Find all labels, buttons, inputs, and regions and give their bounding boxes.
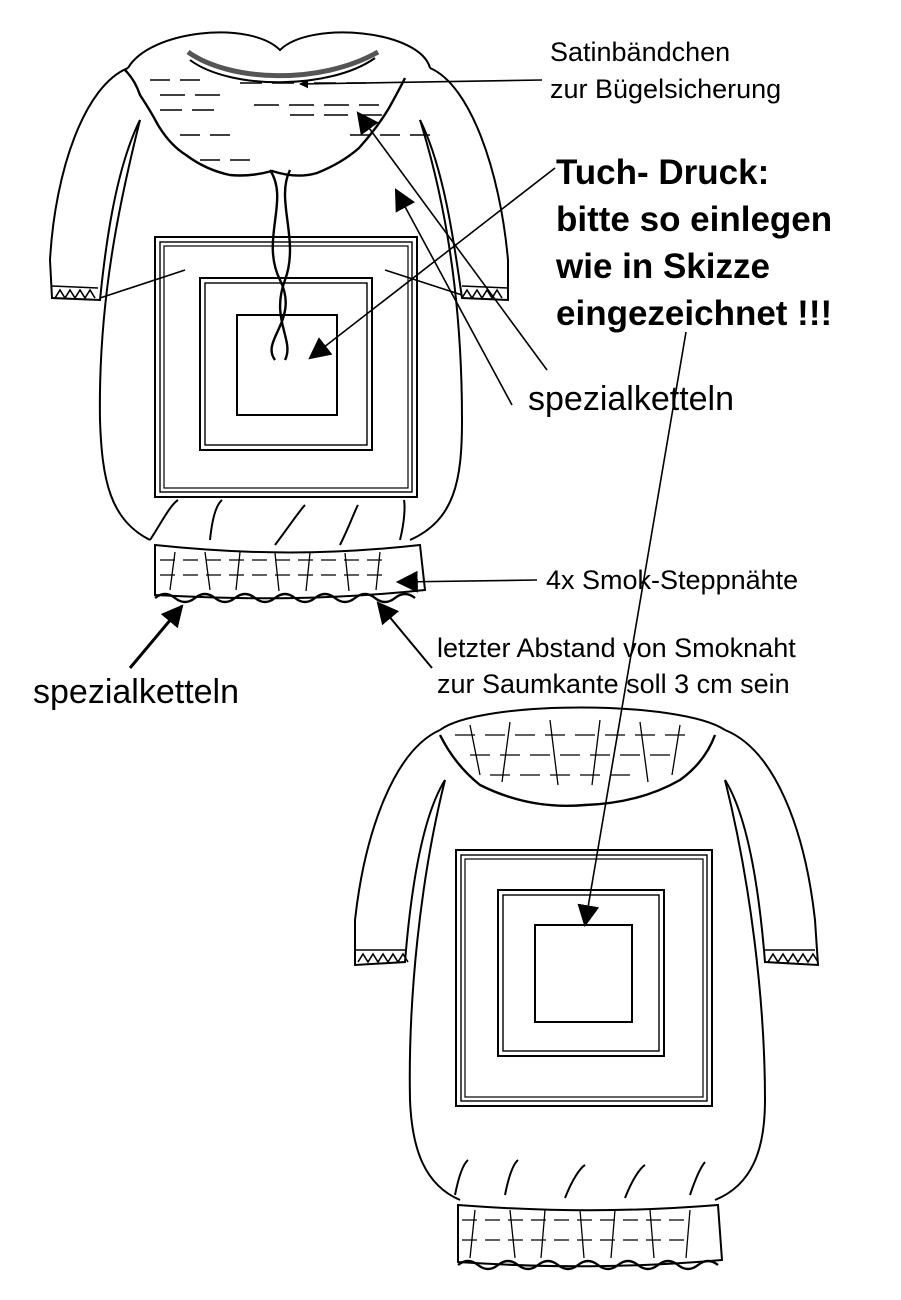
- front-left-sleeve: [48, 67, 141, 302]
- front-right-cuff: [461, 285, 509, 300]
- front-neckline-outer: [127, 31, 431, 69]
- front-view: [48, 31, 509, 604]
- label-print-line1: Tuch- Druck:: [556, 153, 770, 192]
- back-print-middle: [497, 889, 665, 1057]
- leader-satin-ribbon: [299, 79, 543, 89]
- back-neckline: [439, 706, 726, 731]
- leader-special-hem-left: [128, 604, 184, 669]
- back-collar-stitches: [455, 719, 685, 786]
- label-last-distance-line2: zur Saumkante soll 3 cm sein: [437, 669, 790, 699]
- front-smock-stitches: [160, 551, 382, 592]
- front-body-outline: [98, 119, 464, 541]
- leader-special-collar-1: [356, 111, 548, 371]
- leader-smock-seams: [395, 570, 538, 593]
- back-print-outer: [455, 849, 713, 1107]
- back-smock-band: [457, 1203, 724, 1268]
- leader-hem-distance: [376, 601, 433, 669]
- front-left-cuff: [51, 285, 99, 300]
- front-collar-stitches: [150, 79, 430, 161]
- label-last-distance-line1: letzter Abstand von Smoknaht: [437, 633, 796, 663]
- front-hem-ripple: [154, 592, 416, 604]
- front-print-middle: [199, 277, 373, 451]
- back-blouson-gathers: [454, 1159, 706, 1199]
- back-left-sleeve: [354, 729, 446, 967]
- label-special-chain-right: spezialketteln: [528, 380, 735, 418]
- front-collar-ruffle: [124, 69, 407, 177]
- back-body-outline: [408, 779, 767, 1201]
- leader-left-cuff: [99, 269, 186, 299]
- front-print-inner: [236, 314, 338, 416]
- label-satin-ribbon-line1: Satinbändchen: [550, 37, 731, 67]
- back-right-sleeve: [724, 729, 820, 967]
- leader-print-front: [308, 167, 556, 360]
- front-satin-ribbon: [186, 49, 380, 79]
- label-smock-seams: 4x Smok-Steppnähte: [546, 565, 799, 595]
- back-right-cuff: [765, 949, 819, 964]
- back-collar-ruffle: [438, 734, 717, 808]
- front-tie-cords: [268, 169, 292, 361]
- front-collar-inner: [189, 57, 376, 84]
- leader-print-back: [577, 331, 687, 928]
- back-left-cuff: [355, 949, 409, 964]
- back-print-inner: [534, 924, 633, 1023]
- back-hem-ripple: [457, 1259, 719, 1271]
- front-smock-band: [154, 543, 427, 600]
- label-satin-ribbon-line2: zur Bügelsicherung: [550, 74, 782, 104]
- label-print-line2: bitte so einlegen: [556, 200, 833, 239]
- front-print-outer: [154, 236, 418, 498]
- leader-right-cuff: [384, 269, 463, 296]
- leader-special-collar-2: [394, 188, 513, 406]
- label-print-line4: eingezeichnet !!!: [556, 294, 833, 333]
- annotation-leaders: [99, 79, 687, 928]
- back-smock-stitches: [462, 1209, 691, 1259]
- back-view: [354, 706, 820, 1271]
- front-right-sleeve: [419, 67, 509, 302]
- label-print-line3: wie in Skizze: [556, 247, 770, 286]
- front-blouson-gathers: [149, 499, 406, 546]
- label-special-chain-left: spezialketteln: [33, 673, 240, 711]
